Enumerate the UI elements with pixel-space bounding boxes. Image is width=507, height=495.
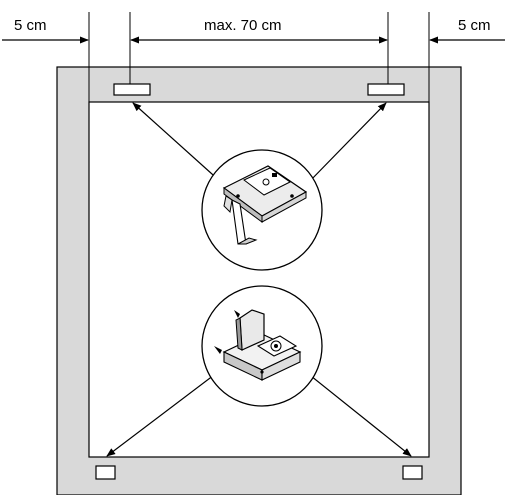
bottom-left-slot (95, 465, 116, 480)
wall-mount-bracket-icon (201, 149, 323, 271)
center-span-label: max. 70 cm (204, 17, 282, 34)
tabletop-reader-icon (201, 285, 323, 407)
right-margin-label: 5 cm (458, 17, 491, 34)
left-margin-label: 5 cm (14, 17, 47, 34)
top-left-slot (113, 83, 151, 96)
bottom-right-slot (402, 465, 423, 480)
mounting-frame (56, 66, 462, 495)
extension-lines (88, 12, 430, 102)
pointer-arrows (106, 102, 412, 457)
top-right-slot (367, 83, 405, 96)
